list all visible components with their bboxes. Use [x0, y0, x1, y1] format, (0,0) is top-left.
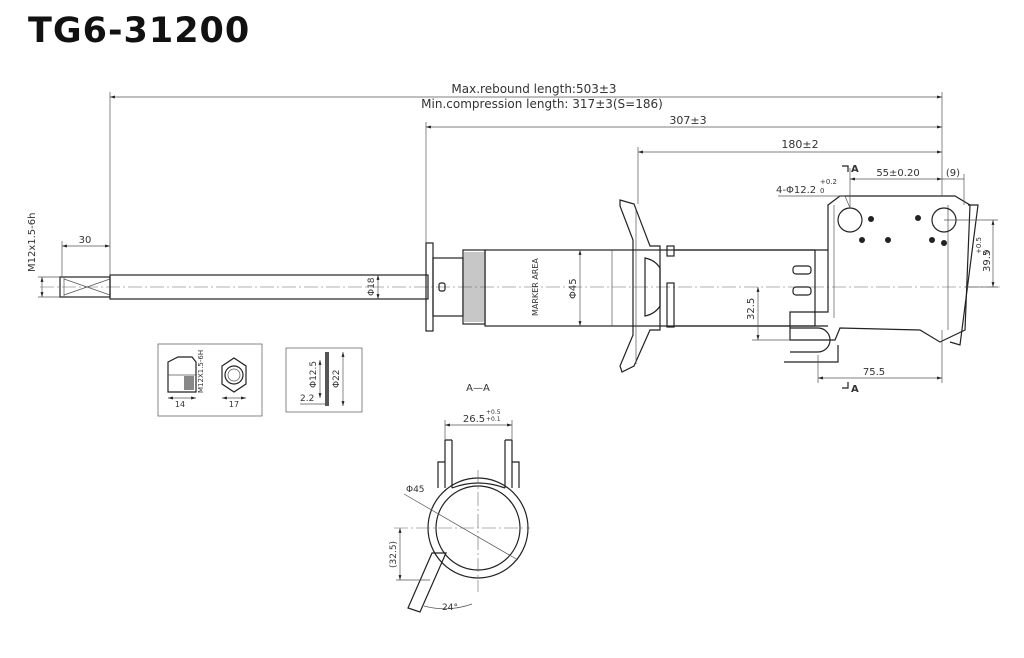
washer-inner-dia: Φ12.5 [309, 361, 319, 388]
main-view: Max.rebound length:503±3 Min.compression… [27, 82, 1000, 395]
length-307-dim: 307±3 [669, 114, 706, 127]
section-mark-bottom: A [851, 384, 859, 395]
hole-tolerance-lower: 0 [820, 187, 824, 195]
nut-flats-dim: 17 [229, 400, 239, 409]
hole-tolerance-upper: +0.2 [820, 178, 837, 186]
height-39-tol-upper: +0.5 [975, 237, 983, 254]
hole-spacing-dim: 55±0.20 [876, 168, 919, 179]
marker-area-label: MARKER AREA [531, 258, 540, 316]
knuckle-bracket [789, 195, 971, 343]
max-rebound-dim: Max.rebound length:503±3 [451, 82, 616, 96]
section-offset-dim: (32.5) [389, 541, 399, 568]
height-39-tol-lower: 0 [983, 250, 991, 254]
min-compression-dim: Min.compression length: 317±3(S=186) [421, 97, 663, 111]
offset-9-dim: (9) [946, 168, 960, 179]
nut-detail: 14 17 M12X1.5-6H [157, 343, 263, 417]
spring-seat [619, 199, 661, 373]
length-180-dim: 180±2 [781, 138, 818, 151]
section-mark-top: A [851, 164, 859, 175]
offset-32-dim: 32.5 [746, 298, 757, 320]
washer-thickness: 2.2 [300, 394, 314, 404]
part-number-title: TG6-31200 [28, 11, 251, 51]
nut-width-dim: 14 [175, 400, 185, 409]
knurl-pattern [464, 252, 484, 322]
section-width-dim: 26.5 [463, 414, 485, 425]
section-view: A—A 26.5 +0.5 +0.1 Φ45 (32.5) 24° [389, 383, 530, 613]
mount-hole [837, 207, 863, 233]
hole-spec-label: 4-Φ12.2 [776, 185, 816, 196]
washer-detail: Φ12.5 Φ22 2.2 [285, 347, 363, 413]
section-width-tol-upper: +0.5 [486, 409, 501, 416]
thread-spec-label: M12x1.5-6h [27, 213, 38, 272]
width-75-dim: 75.5 [863, 367, 885, 378]
thread-length-dim: 30 [79, 235, 92, 246]
section-diameter-dim: Φ45 [406, 485, 425, 495]
shock-body-tube [484, 249, 816, 327]
nut-thread-label: M12X1.5-6H [197, 350, 205, 393]
height-39-dim: 39.5 [982, 250, 993, 272]
section-width-tol-lower: +0.1 [486, 416, 501, 423]
piston-rod [109, 274, 429, 300]
rod-diameter-dim: Φ18 [367, 277, 377, 296]
section-angle-dim: 24° [442, 603, 458, 613]
body-diameter-dim: Φ45 [568, 278, 579, 299]
section-title: A—A [466, 383, 490, 394]
washer-outer-dia: Φ22 [332, 369, 342, 388]
